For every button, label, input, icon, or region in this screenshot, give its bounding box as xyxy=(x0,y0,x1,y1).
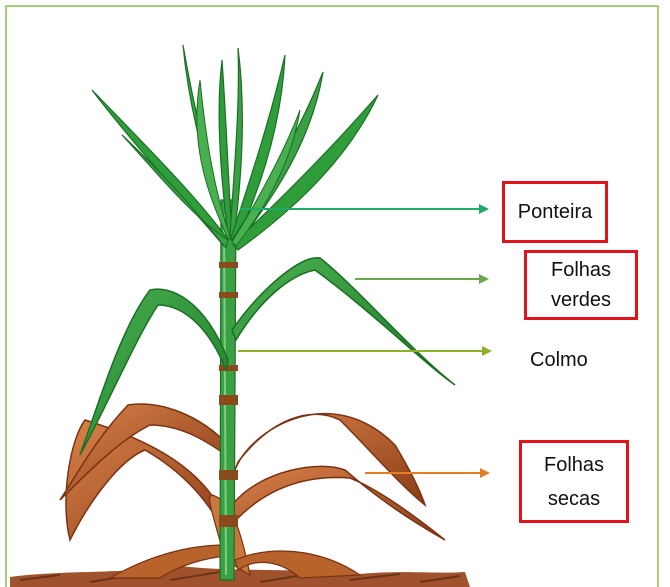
stalk-node xyxy=(219,292,238,298)
stalk-node xyxy=(219,395,238,405)
dry-leaves xyxy=(60,404,445,578)
label-ponteira: Ponteira xyxy=(502,181,608,243)
stalk-node xyxy=(219,470,238,480)
stalk-node xyxy=(219,515,238,527)
label-folhas-secas-line1: Folhas xyxy=(522,448,626,482)
label-folhas-verdes-line1: Folhas xyxy=(527,255,635,285)
top-crown xyxy=(92,45,378,250)
label-colmo: Colmo xyxy=(530,348,620,370)
label-folhas-verdes-line2: verdes xyxy=(527,285,635,315)
label-folhas-verdes: Folhas verdes xyxy=(524,250,638,320)
stalk xyxy=(219,200,238,580)
label-colmo-text: Colmo xyxy=(530,349,588,370)
label-folhas-secas-line2: secas xyxy=(522,482,626,516)
label-ponteira-text: Ponteira xyxy=(518,201,593,223)
stalk-node xyxy=(219,365,238,371)
label-folhas-secas: Folhas secas xyxy=(519,440,629,523)
stalk-node xyxy=(219,262,238,268)
